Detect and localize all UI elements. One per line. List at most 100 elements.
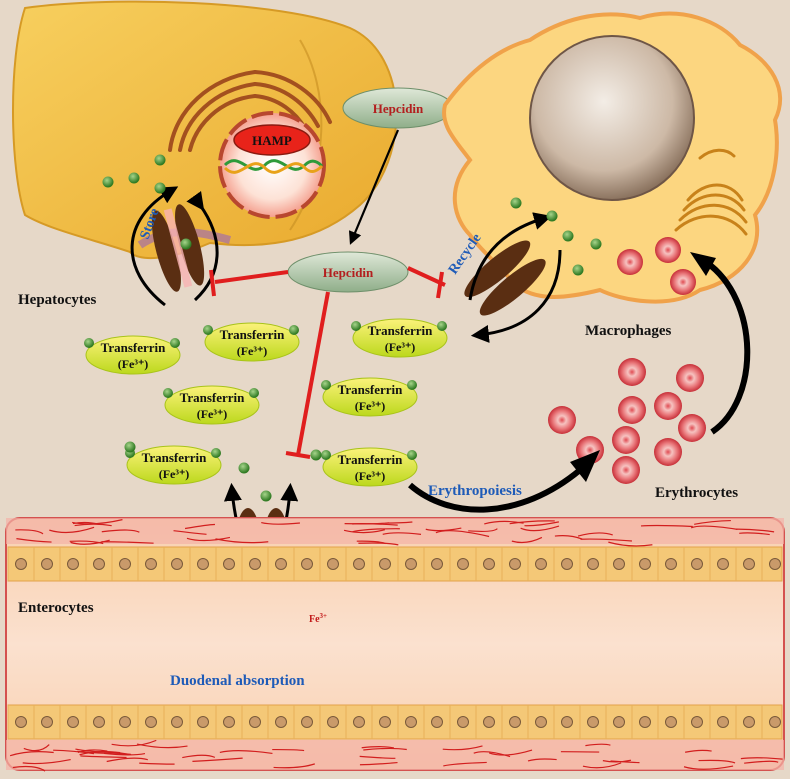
transferrin-label: Transferrin xyxy=(101,340,167,355)
enterocyte-nucleus xyxy=(639,558,651,570)
iron-dot xyxy=(154,154,166,166)
macrophage-nucleus xyxy=(529,35,695,201)
enterocyte-nucleus xyxy=(587,558,599,570)
iron-dot xyxy=(154,182,166,194)
enterocyte-nucleus xyxy=(535,558,547,570)
transferrin-complex: Transferrin(Fe³⁺) xyxy=(351,318,448,358)
hamp-gene: HAMP xyxy=(233,124,311,156)
transferrin-label: Transferrin xyxy=(220,327,286,342)
enterocyte-row-top xyxy=(7,546,783,582)
enterocyte-nucleus xyxy=(535,716,547,728)
enterocyte-nucleus xyxy=(379,558,391,570)
transferrin-label: Transferrin xyxy=(142,450,208,465)
enterocyte-nucleus xyxy=(587,716,599,728)
enterocyte-nucleus xyxy=(275,716,287,728)
erythrocyte xyxy=(676,364,704,392)
iron-dot xyxy=(260,490,272,502)
enterocyte-nucleus xyxy=(249,558,261,570)
transferrin-iron-label: (Fe³⁺) xyxy=(237,344,268,358)
enterocyte-nucleus xyxy=(665,716,677,728)
erythrocyte xyxy=(678,414,706,442)
macrophage-golgi xyxy=(674,148,748,236)
enterocyte-nucleus xyxy=(457,716,469,728)
enterocytes-label: Enterocytes xyxy=(18,600,94,616)
enterocyte-nucleus xyxy=(561,558,573,570)
transferrin-iron-label: (Fe³⁺) xyxy=(355,469,386,483)
enterocyte-nucleus xyxy=(67,558,79,570)
enterocyte-nucleus xyxy=(119,716,131,728)
transferrin-complex: Transferrin(Fe³⁺) xyxy=(84,335,181,375)
erythropoiesis-label: Erythropoiesis xyxy=(428,483,522,499)
iron-dot xyxy=(128,172,140,184)
store-arrow-2 xyxy=(186,190,219,302)
recycle-arrow xyxy=(468,212,552,301)
enterocyte-nucleus xyxy=(275,558,287,570)
hepcidin-center-label: Hepcidin xyxy=(323,265,374,280)
erythrocyte-recycling-arrow xyxy=(704,259,751,435)
enterocyte-nucleus xyxy=(171,558,183,570)
transferrin-iron-label: (Fe³⁺) xyxy=(197,407,228,421)
enterocyte-nucleus xyxy=(483,716,495,728)
iron-dot xyxy=(180,238,192,250)
erythrocyte-cluster xyxy=(548,358,706,484)
enterocyte-nucleus xyxy=(483,558,495,570)
enterocyte-nucleus xyxy=(743,558,755,570)
macrophage-ferroportin xyxy=(464,240,546,316)
enterocyte-nucleus xyxy=(93,716,105,728)
iron-dot xyxy=(102,176,114,188)
transferrin-iron-label: (Fe³⁺) xyxy=(159,467,190,481)
enterocyte-nucleus xyxy=(93,558,105,570)
transferrin-iron-label: (Fe³⁺) xyxy=(355,399,386,413)
transferrin-label: Transferrin xyxy=(338,452,404,467)
enterocyte-nucleus xyxy=(197,716,209,728)
hepcidin-top-label: Hepcidin xyxy=(373,101,424,116)
erythrocyte xyxy=(612,426,640,454)
enterocyte-nucleus xyxy=(769,558,781,570)
transferrin-iron-label: (Fe³⁺) xyxy=(385,340,416,354)
hepcidin-release-arrow xyxy=(348,129,400,245)
enterocyte-nucleus xyxy=(639,716,651,728)
enterocyte-nucleus xyxy=(301,558,313,570)
erythrocyte xyxy=(618,358,646,386)
erythrocyte-recycling-arrowhead xyxy=(690,252,716,276)
enterocyte-nucleus xyxy=(769,716,781,728)
erythrocyte xyxy=(612,456,640,484)
enterocyte-nucleus xyxy=(691,558,703,570)
enterocyte-nucleus xyxy=(67,716,79,728)
enterocyte-nucleus xyxy=(353,716,365,728)
enterocyte-nucleus xyxy=(15,558,27,570)
enterocyte-nucleus xyxy=(665,558,677,570)
store-arrow xyxy=(130,186,179,307)
enterocyte-nucleus xyxy=(197,558,209,570)
transferrin-complex: Transferrin(Fe³⁺) xyxy=(163,385,260,425)
enterocyte-nucleus xyxy=(457,558,469,570)
fe3-label: Fe3+ xyxy=(309,612,327,625)
erythropoiesis-arrowhead xyxy=(570,450,600,482)
enterocyte-nucleus xyxy=(431,716,443,728)
enterocyte-nucleus xyxy=(717,558,729,570)
duodenal-absorption-label: Duodenal absorption xyxy=(170,673,305,689)
enterocyte-nucleus xyxy=(223,716,235,728)
erythrocyte xyxy=(654,392,682,420)
transferrin-group: Transferrin (Fe³⁺) Transferrin (Fe³⁺) Transf… xyxy=(84,318,448,487)
liver-cell xyxy=(12,0,398,260)
iron-dot xyxy=(310,449,322,461)
enterocyte-nucleus xyxy=(353,558,365,570)
enterocyte-nucleus xyxy=(301,716,313,728)
enterocyte-nucleus xyxy=(561,716,573,728)
macrophages-label: Macrophages xyxy=(585,323,672,339)
enterocyte-nucleus xyxy=(743,716,755,728)
iron-dot xyxy=(546,210,558,222)
hepatocytes-label: Hepatocytes xyxy=(18,292,96,308)
transferrin-complex: Transferrin (Fe³⁺) xyxy=(321,377,418,417)
enterocyte-nucleus xyxy=(613,716,625,728)
enterocyte-nucleus xyxy=(327,716,339,728)
iron-dot xyxy=(238,462,250,474)
transferrin-label: Transferrin xyxy=(338,382,404,397)
enterocyte-nucleus xyxy=(613,558,625,570)
enterocyte-row-bottom xyxy=(7,704,783,740)
phagocytosed-erythrocytes xyxy=(617,237,696,295)
transferrin-complex: Transferrin (Fe³⁺) xyxy=(203,322,300,362)
